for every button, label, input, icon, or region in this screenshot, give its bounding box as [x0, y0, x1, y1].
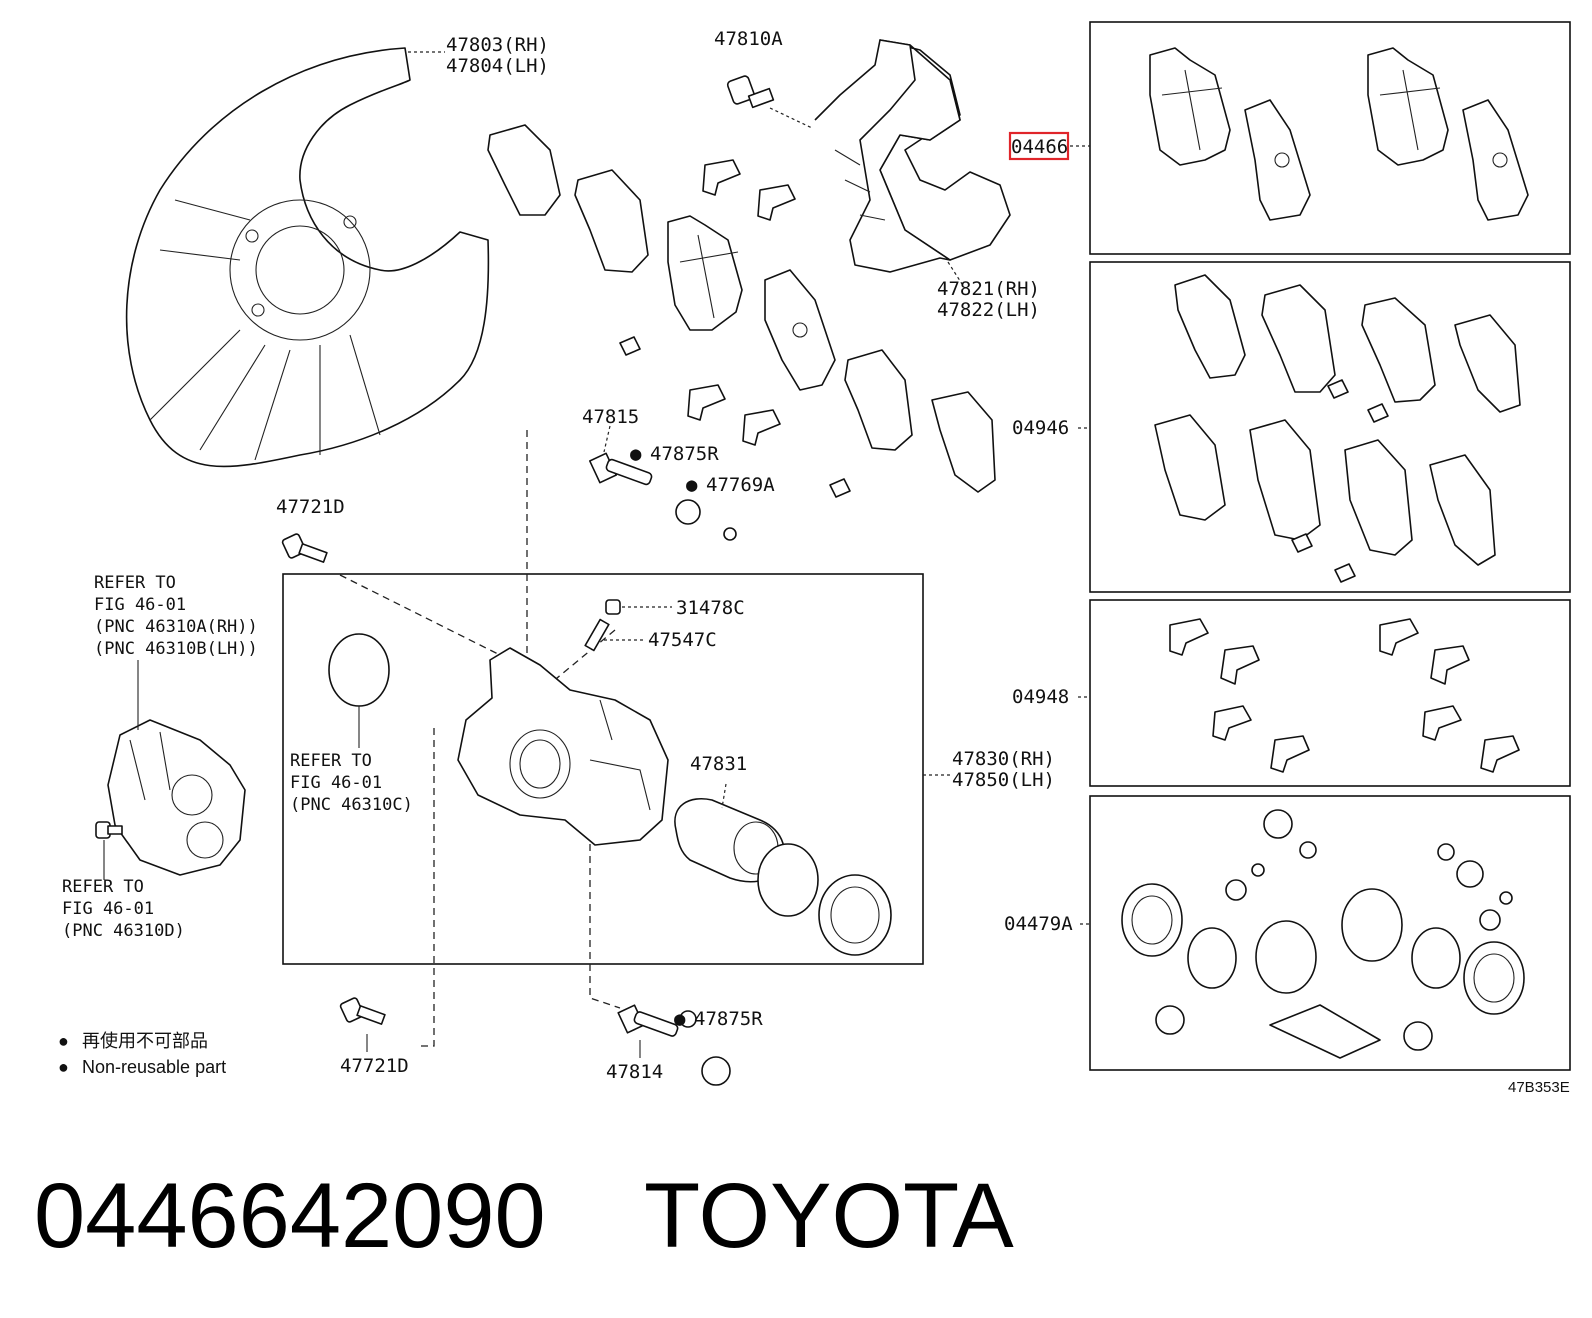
label-mounting-lh: 47822(LH): [937, 299, 1040, 321]
legend-marker-en: ●: [58, 1057, 69, 1077]
label-caliper-lh: 47850(LH): [952, 769, 1055, 791]
label-boot-lower: 47875R: [694, 1008, 763, 1030]
bolt-47721d-lower: [339, 997, 386, 1025]
parking-motor: [107, 719, 246, 876]
label-caliper-rh: 47830(RH): [952, 748, 1055, 770]
label-seal-kit[interactable]: 04479A: [1004, 913, 1073, 935]
label-bolt-b: 47721D: [340, 1055, 409, 1077]
label-shield-rh: 47803(RH): [446, 34, 549, 56]
bolt-refer-d: [95, 821, 123, 839]
refer-d-line1: REFER TO: [62, 877, 144, 897]
bolt-47721d-upper: [281, 533, 328, 563]
grease-packet: [1269, 1004, 1381, 1059]
refer-c-line2: FIG 46-01: [290, 773, 382, 793]
seal-kit-box: [1089, 795, 1571, 1071]
shim-kit-shims: [1154, 274, 1521, 583]
dust-shield: [125, 47, 490, 468]
refer-c-line3: (PNC 46310C): [290, 795, 413, 815]
refer-a-line4: (PNC 46310B(LH)): [94, 639, 258, 659]
pad-kit-box: [1089, 21, 1571, 255]
label-pin-upper: 47815: [582, 406, 639, 428]
label-clip-kit[interactable]: 04948: [1012, 686, 1069, 708]
label-bolt-top: 47810A: [714, 28, 783, 50]
legend-english: Non-reusable part: [82, 1057, 226, 1077]
refer-d-line2: FIG 46-01: [62, 899, 154, 919]
label-pin-lower: 47814: [606, 1061, 663, 1083]
bolt-47810a: [726, 75, 775, 109]
bleeder-and-cap: [584, 599, 621, 652]
caption-brand: TOYOTA: [644, 1165, 1014, 1267]
legend-japanese: 再使用不可部品: [82, 1031, 208, 1051]
pad-kit-highlight: [1008, 131, 1070, 161]
label-boot-upper: 47875R: [650, 443, 719, 465]
figure-code: 47B353E: [1508, 1079, 1570, 1096]
pad-kit-pads: [1149, 47, 1529, 221]
caliper-body: [457, 647, 669, 846]
caption-part-number: 0446642090: [34, 1165, 546, 1267]
slide-pin-lower: [617, 1004, 731, 1086]
label-bleeder: 47547C: [648, 629, 717, 651]
shim-kit-box: [1089, 261, 1571, 593]
label-cap: 31478C: [676, 597, 745, 619]
caliper-box: [282, 573, 924, 965]
label-mounting-rh: 47821(RH): [937, 278, 1040, 300]
middle-pads-shims: [487, 124, 996, 498]
piston-and-seals: [674, 798, 892, 956]
refer-a-line2: FIG 46-01: [94, 595, 186, 615]
refer-c-line1: REFER TO: [290, 751, 372, 771]
legend-marker-bushing: ●: [686, 474, 698, 496]
legend-marker-jp: ●: [58, 1031, 69, 1051]
slide-pin-upper: [588, 452, 737, 541]
clip-kit-clips: [1169, 618, 1520, 773]
legend-marker-boot-lower: ●: [674, 1008, 686, 1030]
label-shim-kit[interactable]: 04946: [1012, 417, 1069, 439]
label-bushing: 47769A: [706, 474, 775, 496]
clip-kit-box: [1089, 599, 1571, 787]
legend-marker-boot-upper: ●: [630, 443, 642, 465]
caliper-mounting: [814, 39, 1011, 273]
refer-d-line3: (PNC 46310D): [62, 921, 185, 941]
label-shield-lh: 47804(LH): [446, 55, 549, 77]
label-pad-kit[interactable]: 04466: [1011, 136, 1068, 158]
label-bolt-a: 47721D: [276, 496, 345, 518]
refer-a-line1: REFER TO: [94, 573, 176, 593]
refer-a-line3: (PNC 46310A(RH)): [94, 617, 258, 637]
label-piston: 47831: [690, 753, 747, 775]
seal-kit-seals: [1121, 809, 1525, 1059]
o-ring-46310c: [328, 633, 390, 707]
